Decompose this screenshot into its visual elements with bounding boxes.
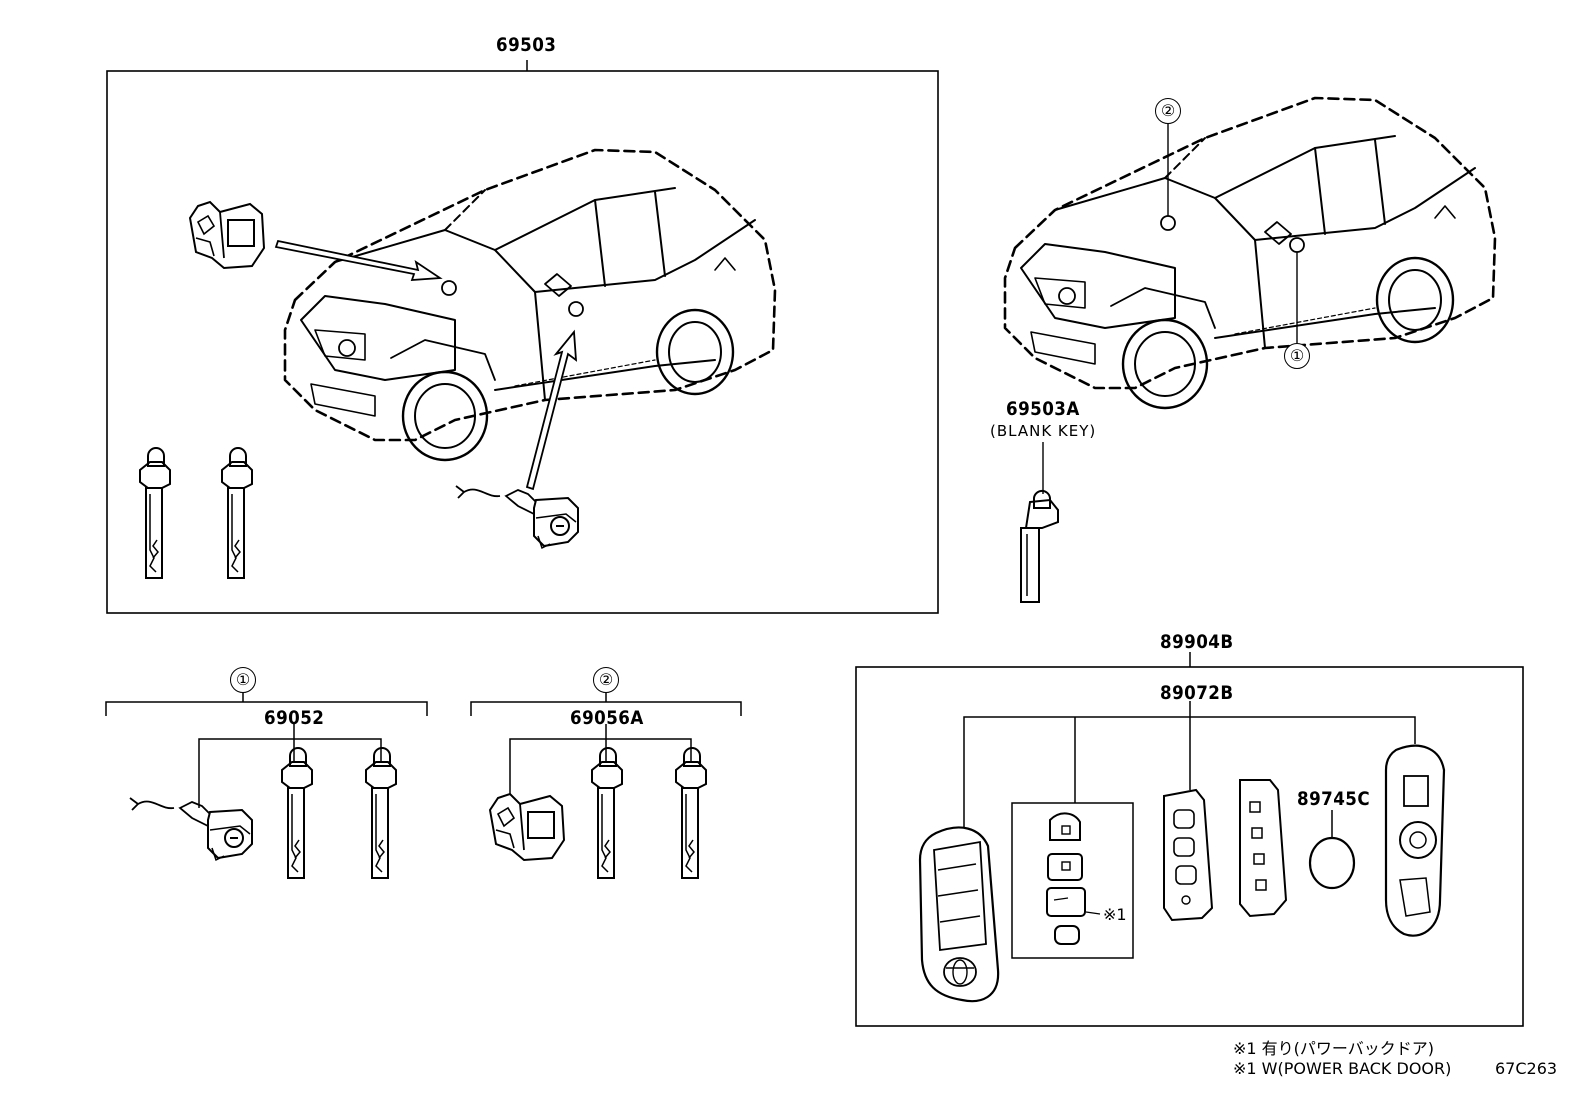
diagram-code: 67C263 xyxy=(1495,1059,1558,1078)
blank-key-69503A xyxy=(1020,442,1059,603)
callout-1-vehicle: ① xyxy=(1284,343,1310,369)
part-number-69503A: 69503A xyxy=(1006,398,1080,420)
part-number-89745C: 89745C xyxy=(1297,788,1371,810)
part-number-69056A: 69056A xyxy=(570,707,644,729)
assembly-69503 xyxy=(106,60,939,614)
inner-plate xyxy=(1163,788,1214,922)
vehicle-callout-view xyxy=(1003,96,1497,410)
arrow-to-door xyxy=(525,329,578,491)
button-pad-set xyxy=(1011,802,1134,959)
callout-2-vehicle: ② xyxy=(1155,98,1181,124)
footnote-english: ※1 W(POWER BACK DOOR) xyxy=(1233,1059,1452,1078)
note-marker: ※1 xyxy=(1103,905,1127,924)
blank-key-description: (BLANK KEY) xyxy=(990,422,1097,440)
part-number-89072B: 89072B xyxy=(1160,682,1234,704)
arrow-to-hood xyxy=(274,239,443,281)
part-number-89904B: 89904B xyxy=(1160,631,1234,653)
circuit-frame xyxy=(1239,779,1288,918)
part-number-69052: 69052 xyxy=(264,707,325,729)
callout-2-set: ② xyxy=(593,667,619,693)
smart-key-fob-icon xyxy=(918,826,1000,1003)
coin-battery-icon xyxy=(1308,836,1356,890)
footnote-japanese: ※1 有り(パワーバックドア) xyxy=(1233,1039,1434,1058)
key-fob-back-case xyxy=(1384,744,1446,937)
part-number-69503: 69503 xyxy=(496,34,557,56)
callout-1-set: ① xyxy=(230,667,256,693)
remote-assembly-89904B xyxy=(855,652,1524,1027)
